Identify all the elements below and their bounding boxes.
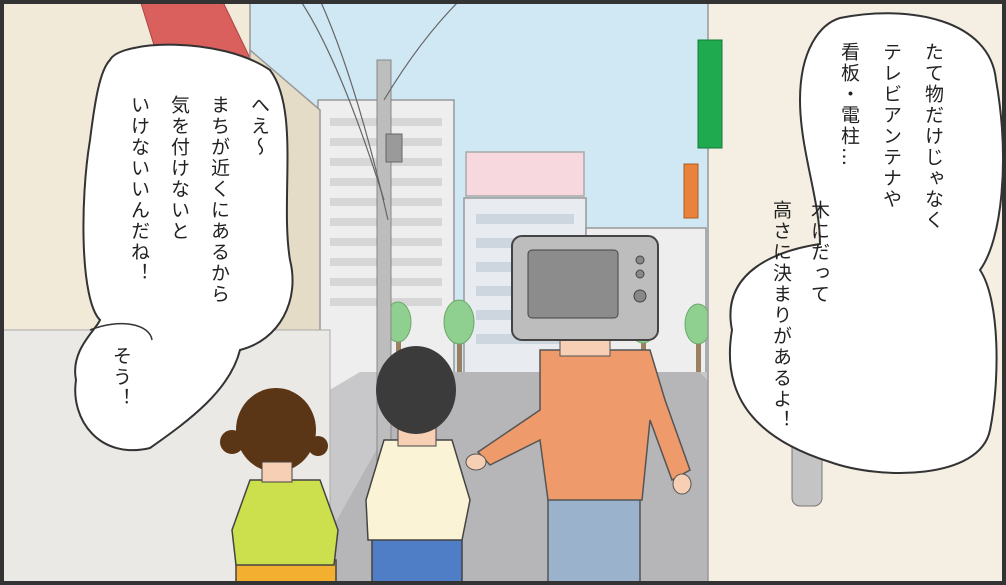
pole-box: [385, 133, 403, 163]
bubble-left-line-1: へえ～: [248, 95, 270, 158]
adult-figure: [465, 235, 692, 585]
pink-billboard: [465, 151, 585, 197]
bubble-right-line-4: 木にだって: [808, 200, 830, 305]
bubble-left-line-4: いけないいんだね！: [128, 95, 150, 284]
orange-sign: [683, 163, 699, 219]
bubble-right-line-2: テレビアンテナや: [880, 42, 902, 210]
green-sign: [697, 39, 723, 149]
bubble-right-line-3: 看板・電柱…: [838, 42, 860, 168]
power-lines: [299, 0, 461, 221]
bubble-left-line-5: そう！: [110, 346, 132, 409]
bubble-left-line-2: まちが近くにあるから: [208, 95, 230, 305]
boy-figure: [365, 346, 471, 585]
speech-bubble-right: [728, 12, 1004, 474]
tv-screen: [527, 249, 619, 319]
speech-bubble-left: [74, 43, 294, 451]
girl-figure: [220, 388, 339, 585]
bubble-left-line-3: 気を付けないと: [168, 95, 190, 242]
bubble-right-line-1: たて物だけじゃなく: [922, 42, 944, 231]
bubble-right-line-5: 高さに決まりがあるよ！: [770, 200, 792, 431]
speech-bubble-left-inner: [89, 322, 153, 341]
